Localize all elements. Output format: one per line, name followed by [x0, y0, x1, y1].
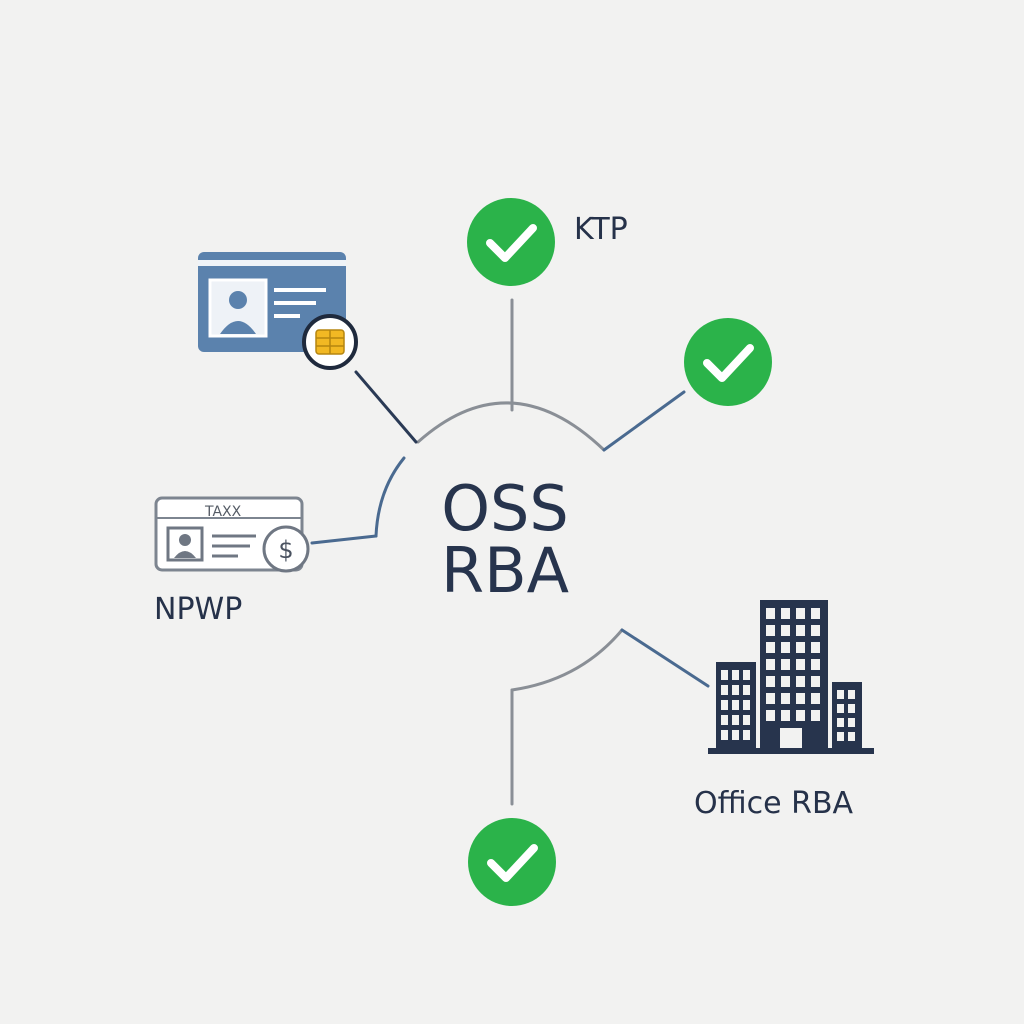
- building-window: [721, 685, 728, 695]
- building-window: [848, 732, 855, 741]
- center-title-line1: OSS: [441, 472, 569, 545]
- building-window: [796, 659, 805, 670]
- building-window: [721, 715, 728, 725]
- building-window: [837, 704, 844, 713]
- building-window: [781, 625, 790, 636]
- building-window: [848, 704, 855, 713]
- building-window: [766, 642, 775, 653]
- arc-bottom: [510, 628, 624, 692]
- building-window: [732, 685, 739, 695]
- building-window: [781, 676, 790, 687]
- building-window: [780, 728, 802, 748]
- building-window: [811, 676, 820, 687]
- center-title: OSS RBA: [385, 478, 625, 602]
- building-window: [766, 659, 775, 670]
- svg-text:$: $: [278, 536, 293, 564]
- building-window: [796, 693, 805, 704]
- building-window: [837, 690, 844, 699]
- building-window: [743, 700, 750, 710]
- building-window: [811, 608, 820, 619]
- building-window: [837, 718, 844, 727]
- building-window: [811, 693, 820, 704]
- building-window: [781, 642, 790, 653]
- building-window: [811, 659, 820, 670]
- building-window: [811, 710, 820, 721]
- building-window: [721, 700, 728, 710]
- building-window: [811, 642, 820, 653]
- building-window: [848, 690, 855, 699]
- building-window: [781, 693, 790, 704]
- building-window: [766, 693, 775, 704]
- building-window: [781, 710, 790, 721]
- building-window: [796, 625, 805, 636]
- ktp-label: KTP: [574, 212, 628, 247]
- tax-card-text: TAXX: [204, 504, 242, 520]
- check-circle-icon: [684, 318, 772, 406]
- building-window: [796, 642, 805, 653]
- building-window: [743, 715, 750, 725]
- connector-id-card: [354, 370, 418, 444]
- connector-npwp: [310, 534, 378, 545]
- office-label: Office RBA: [694, 786, 854, 821]
- building-window: [766, 608, 775, 619]
- connectors: [310, 298, 710, 806]
- building-windows: [721, 608, 855, 748]
- building-window: [837, 732, 844, 741]
- building-window: [766, 625, 775, 636]
- check-circle-icon: [467, 198, 555, 286]
- center-title-line2: RBA: [440, 534, 570, 607]
- building-window: [811, 625, 820, 636]
- building-window: [732, 730, 739, 740]
- check-circle-icon: [468, 818, 556, 906]
- building-window: [796, 676, 805, 687]
- building-window: [848, 718, 855, 727]
- building-window: [743, 685, 750, 695]
- building-window: [732, 715, 739, 725]
- building-window: [721, 730, 728, 740]
- building-window: [766, 676, 775, 687]
- id-card-icon: [198, 252, 346, 352]
- npwp-label: NPWP: [154, 592, 243, 627]
- chip-badge-icon: [302, 314, 358, 370]
- connector-office: [620, 628, 710, 688]
- building-window: [796, 710, 805, 721]
- building-window: [721, 670, 728, 680]
- arc-left: [374, 456, 406, 538]
- building-window: [732, 700, 739, 710]
- building-window: [796, 608, 805, 619]
- building-window: [781, 659, 790, 670]
- building-window: [781, 608, 790, 619]
- connector-right-check: [602, 390, 686, 452]
- building-window: [766, 710, 775, 721]
- dollar-coin-icon: $: [262, 525, 310, 573]
- building-window: [743, 730, 750, 740]
- building-window: [732, 670, 739, 680]
- building-window: [743, 670, 750, 680]
